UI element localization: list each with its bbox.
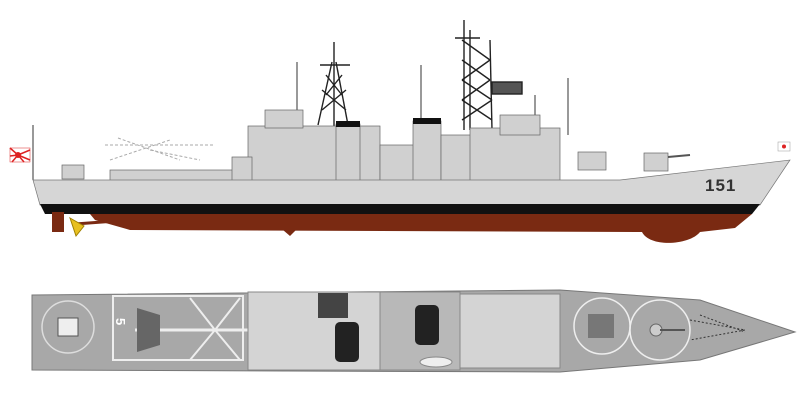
- helipad-circle: [41, 300, 95, 354]
- forward-superstructure: [459, 293, 561, 369]
- jack-flag: [777, 141, 791, 152]
- fore-funnel-top: [415, 305, 439, 345]
- aft-mast: [317, 42, 350, 128]
- superstructure: [61, 109, 669, 184]
- shaft: [74, 218, 131, 226]
- fore-funnel-cap: [413, 118, 441, 124]
- gun-barrel: [667, 154, 691, 158]
- underwater-hull: [90, 214, 752, 243]
- top-view: 5: [31, 289, 797, 373]
- side-view: 151: [9, 20, 791, 243]
- gun-circle: [629, 299, 691, 361]
- flight-deck-outline: [112, 295, 244, 361]
- lifeboat: [419, 356, 453, 368]
- boot-top-band: [40, 204, 760, 214]
- main-mast: [455, 20, 523, 131]
- hull-number: 151: [705, 176, 736, 195]
- flight-deck-number: 5: [113, 318, 128, 325]
- propeller: [69, 216, 85, 238]
- landing-grid: [137, 308, 160, 352]
- helipad-marking: [57, 317, 79, 337]
- flight-deck-lines: [189, 297, 241, 361]
- anchor-chains: [689, 314, 746, 341]
- asroc-launcher: [588, 314, 614, 338]
- ensign-flag: [9, 147, 31, 163]
- aft-funnel-cap: [336, 121, 360, 127]
- hull-upper: [32, 159, 791, 206]
- hangar-roof: [247, 291, 381, 371]
- aft-funnel-top: [335, 322, 359, 362]
- sonar-dome-aft: [283, 230, 296, 236]
- rudder: [52, 212, 64, 232]
- aft-mast-base: [318, 293, 348, 318]
- helicopter-outline: [105, 137, 215, 161]
